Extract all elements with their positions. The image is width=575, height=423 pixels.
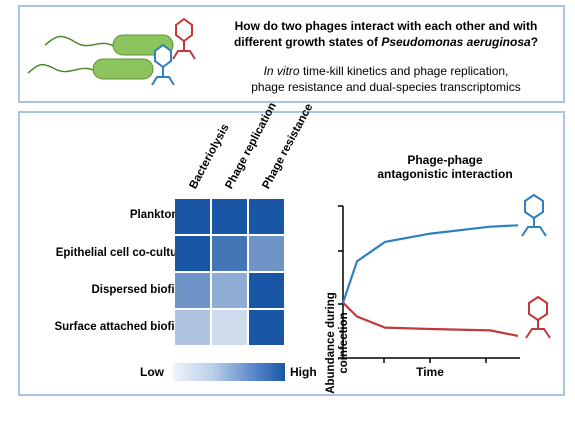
row-label-surface: Surface attached biofilm: [54, 321, 188, 333]
blue-phage-series-line: [341, 224, 519, 304]
heatmap-cell: [249, 273, 284, 308]
heatmap-cell: [249, 236, 284, 271]
row-label-planktonic: Planktonic: [129, 209, 188, 221]
question-line-2: different growth states of Pseudomonas a…: [233, 35, 539, 49]
heatmap-cell: [175, 236, 210, 271]
heatmap-cell: [175, 199, 210, 234]
heatmap-row-labels: Planktonic Epithelial cell co-culture Di…: [22, 113, 188, 398]
line-chart: [338, 193, 551, 363]
row-label-dispersed: Dispersed biofilm: [91, 284, 189, 296]
method-line-2: phage resistance and dual-species transc…: [251, 80, 521, 94]
heatmap-cell: [212, 310, 247, 345]
legend-low-label: Low: [140, 365, 164, 379]
heatmap-cell: [212, 273, 247, 308]
legend-gradient: [173, 363, 285, 381]
rod-bacteria-icon: [27, 34, 174, 80]
method-line-1: In vitro time-kill kinetics and phage re…: [263, 64, 509, 78]
legend-high-label: High: [290, 365, 317, 379]
summary-panel: How do two phages interact with each oth…: [18, 5, 565, 103]
heatmap-cell: [175, 273, 210, 308]
heatmap-cell: [249, 310, 284, 345]
question-line-1: How do two phages interact with each oth…: [234, 19, 538, 33]
heatmap-cell: [249, 199, 284, 234]
red-phage-icon: [172, 17, 196, 60]
heatmap-cell: [212, 236, 247, 271]
chart-title: Phage-phage antagonistic interaction: [377, 153, 513, 181]
chart-axes: [338, 205, 520, 363]
header-illustration: [27, 17, 196, 86]
results-panel: Planktonic Epithelial cell co-culture Di…: [18, 101, 565, 398]
blue-phage-icon: [151, 43, 175, 86]
species-name: Pseudomonas aeruginosa: [381, 35, 531, 49]
heatmap-cell: [175, 310, 210, 345]
heatmap-cell: [212, 199, 247, 234]
blue-phage-icon: [521, 193, 547, 237]
chart-x-axis-label: Time: [416, 365, 444, 379]
red-phage-series-line: [342, 301, 519, 337]
red-phage-icon: [525, 295, 551, 339]
row-label-epithelial: Epithelial cell co-culture: [55, 247, 188, 259]
